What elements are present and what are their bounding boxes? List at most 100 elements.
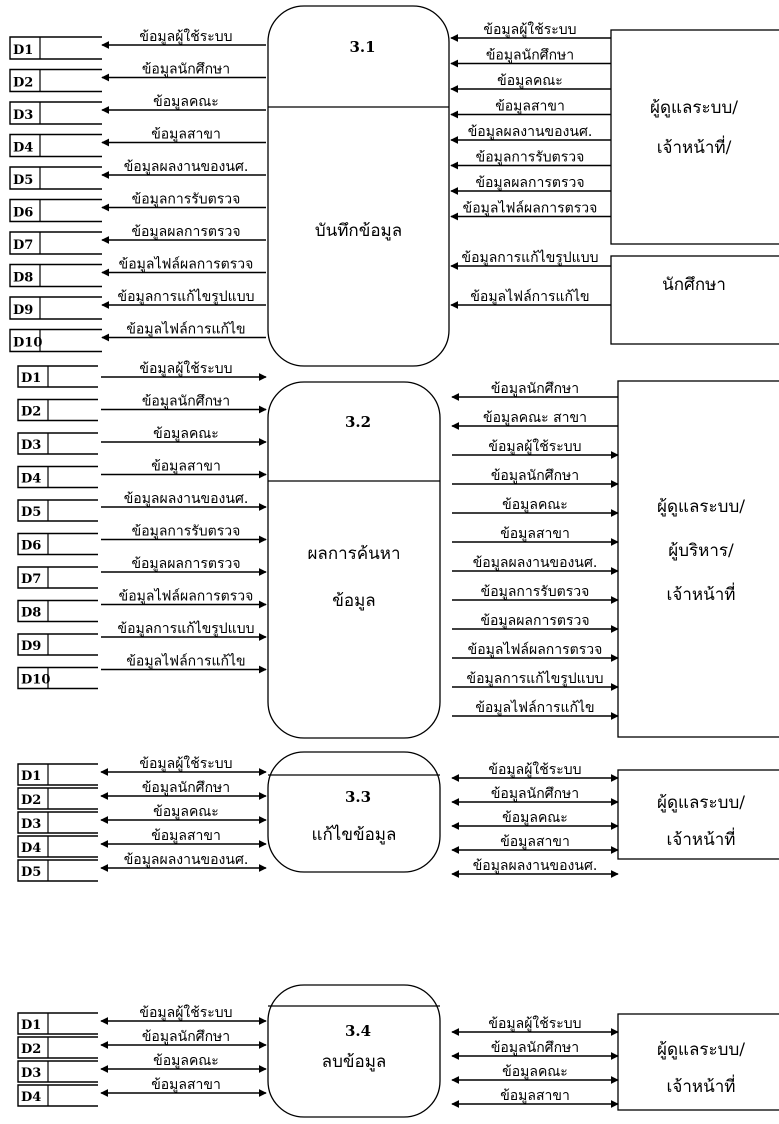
data-store-id: D2	[21, 405, 41, 420]
data-flow-label: ข้อมูลผู้ใช้ระบบ	[139, 755, 232, 772]
data-flow-label: ข้อมูลการรับตรวจ	[481, 584, 590, 600]
data-flow-label: ข้อมูลนักศึกษา	[142, 1029, 230, 1045]
data-store-id: D8	[13, 271, 33, 286]
data-flow-label: ข้อมูลผู้ใช้ระบบ	[488, 761, 581, 778]
data-store	[9, 328, 102, 353]
data-flow-label: ข้อมูลคณะ	[153, 1053, 219, 1069]
external-entity-name: ผู้ดูแลระบบ/	[657, 497, 745, 517]
data-store-id: D1	[21, 1018, 41, 1033]
external-entity-name: เจ้าหน้าที่/	[657, 135, 732, 158]
data-store	[17, 365, 98, 388]
data-store-id: D3	[21, 1066, 41, 1081]
data-store	[17, 835, 98, 858]
data-flow-label: ข้อมูลสาขา	[151, 828, 221, 844]
data-store	[17, 763, 98, 786]
data-store-id: D5	[21, 865, 41, 880]
data-flow-label: ข้อมูลคณะ	[153, 94, 219, 110]
data-flow-label: ข้อมูลไฟล์การแก้ไข	[475, 699, 594, 716]
data-store-id: D4	[21, 472, 41, 487]
data-store	[17, 633, 98, 656]
data-flow-label: ข้อมูลผู้ใช้ระบบ	[139, 28, 232, 45]
data-store-id: D1	[21, 371, 41, 386]
process-box	[267, 5, 450, 367]
data-flow-label: ข้อมูลคณะ	[502, 1064, 568, 1080]
data-flow-label: ข้อมูลนักศึกษา	[491, 1040, 579, 1056]
process-name: ผลการค้นหา	[307, 544, 400, 564]
data-flow-label: ข้อมูลไฟล์การแก้ไข	[470, 288, 589, 305]
data-store	[17, 666, 98, 690]
data-flow-label: ข้อมูลคณะ	[153, 804, 219, 820]
process-name: แก้ไขข้อมูล	[312, 824, 397, 845]
process-id: 3.2	[345, 413, 371, 431]
data-store	[17, 1012, 98, 1035]
data-flow-label: ข้อมูลผลงานของนศ.	[468, 124, 593, 140]
external-entity	[617, 769, 779, 860]
data-flow-label: ข้อมูลคณะ	[153, 426, 219, 442]
data-store-id: D6	[21, 539, 41, 554]
data-store	[17, 499, 98, 522]
data-store	[17, 599, 98, 623]
data-flow-label: ข้อมูลผู้ใช้ระบบ	[483, 21, 576, 38]
data-flow-label: ข้อมูลไฟล์การแก้ไข	[126, 321, 245, 338]
data-store	[9, 133, 102, 158]
data-flow-label: ข้อมูลนักศึกษา	[491, 381, 579, 397]
data-store	[17, 787, 98, 810]
data-flow-label: ข้อมูลคณะ	[497, 73, 563, 89]
data-flow-label: ข้อมูลผลงานของนศ.	[124, 852, 249, 868]
data-flow-label: ข้อมูลไฟล์ผลการตรวจ	[119, 256, 254, 273]
data-store	[9, 231, 102, 255]
data-flow-label: ข้อมูลการแก้ไขรูปแบบ	[118, 620, 255, 637]
data-flow-label: ข้อมูลผู้ใช้ระบบ	[139, 1004, 232, 1021]
data-flow-label: ข้อมูลผู้ใช้ระบบ	[488, 1015, 581, 1032]
data-store	[17, 1060, 98, 1083]
data-store-id: D9	[13, 303, 33, 318]
data-store-id: D3	[21, 438, 41, 453]
data-flow-label: ข้อมูลสาขา	[500, 526, 570, 542]
external-entity-name: นักศึกษา	[662, 275, 726, 295]
data-store-id: D2	[21, 793, 41, 808]
data-store	[9, 166, 102, 190]
external-entity-name: ผู้บริหาร/	[668, 541, 734, 561]
data-flow-label: ข้อมูลสาขา	[495, 99, 565, 115]
data-flow-label: ข้อมูลการแก้ไขรูปแบบ	[118, 288, 255, 305]
data-store-id: D2	[13, 76, 33, 91]
data-store-id: D10	[13, 336, 42, 351]
data-store-id: D7	[13, 238, 33, 253]
data-flow-label: ข้อมูลผู้ใช้ระบบ	[488, 438, 581, 455]
process-id: 3.4	[345, 1022, 371, 1040]
data-flow-label: ข้อมูลไฟล์ผลการตรวจ	[468, 641, 603, 658]
data-flow-label: ข้อมูลการแก้ไขรูปแบบ	[462, 249, 599, 266]
data-flow-label: ข้อมูลผู้ใช้ระบบ	[139, 360, 232, 377]
data-flow-label: ข้อมูลนักศึกษา	[142, 780, 230, 796]
data-flow-label: ข้อมูลสาขา	[151, 127, 221, 143]
data-store-id: D4	[21, 1090, 41, 1105]
data-flow-label: ข้อมูลสาขา	[151, 1077, 221, 1093]
data-store-id: D1	[13, 43, 33, 58]
process-id: 3.1	[349, 38, 375, 56]
data-store	[17, 859, 98, 882]
data-store	[17, 398, 98, 422]
data-store	[9, 36, 102, 60]
data-flow-label: ข้อมูลนักศึกษา	[491, 786, 579, 802]
data-flow-label: ข้อมูลการแก้ไขรูปแบบ	[467, 670, 604, 687]
process-id: 3.3	[345, 788, 371, 806]
data-flow-label: ข้อมูลการรับตรวจ	[132, 524, 241, 540]
external-entity-name: เจ้าหน้าที่	[667, 582, 736, 605]
data-flow-label: ข้อมูลสาขา	[151, 459, 221, 475]
data-flow-label: ข้อมูลผลการตรวจ	[131, 556, 240, 572]
external-entity-name: ผู้ดูแลระบบ/	[657, 793, 745, 813]
data-flow-label: ข้อมูลคณะ	[502, 810, 568, 826]
process-name: บันทึกข้อมูล	[315, 221, 402, 241]
data-flow-label: ข้อมูลผลงานของนศ.	[473, 555, 598, 571]
data-store-id: D4	[13, 141, 33, 156]
data-store-id: D9	[21, 639, 41, 654]
data-flow-label: ข้อมูลคณะ สาขา	[483, 410, 587, 426]
data-store-id: D2	[21, 1042, 41, 1057]
external-entity	[610, 29, 779, 245]
data-store	[9, 296, 102, 320]
data-store	[9, 263, 102, 288]
process-box	[267, 984, 441, 1118]
data-flow-label: ข้อมูลนักศึกษา	[491, 468, 579, 484]
external-entity-name: เจ้าหน้าที่	[667, 827, 736, 850]
